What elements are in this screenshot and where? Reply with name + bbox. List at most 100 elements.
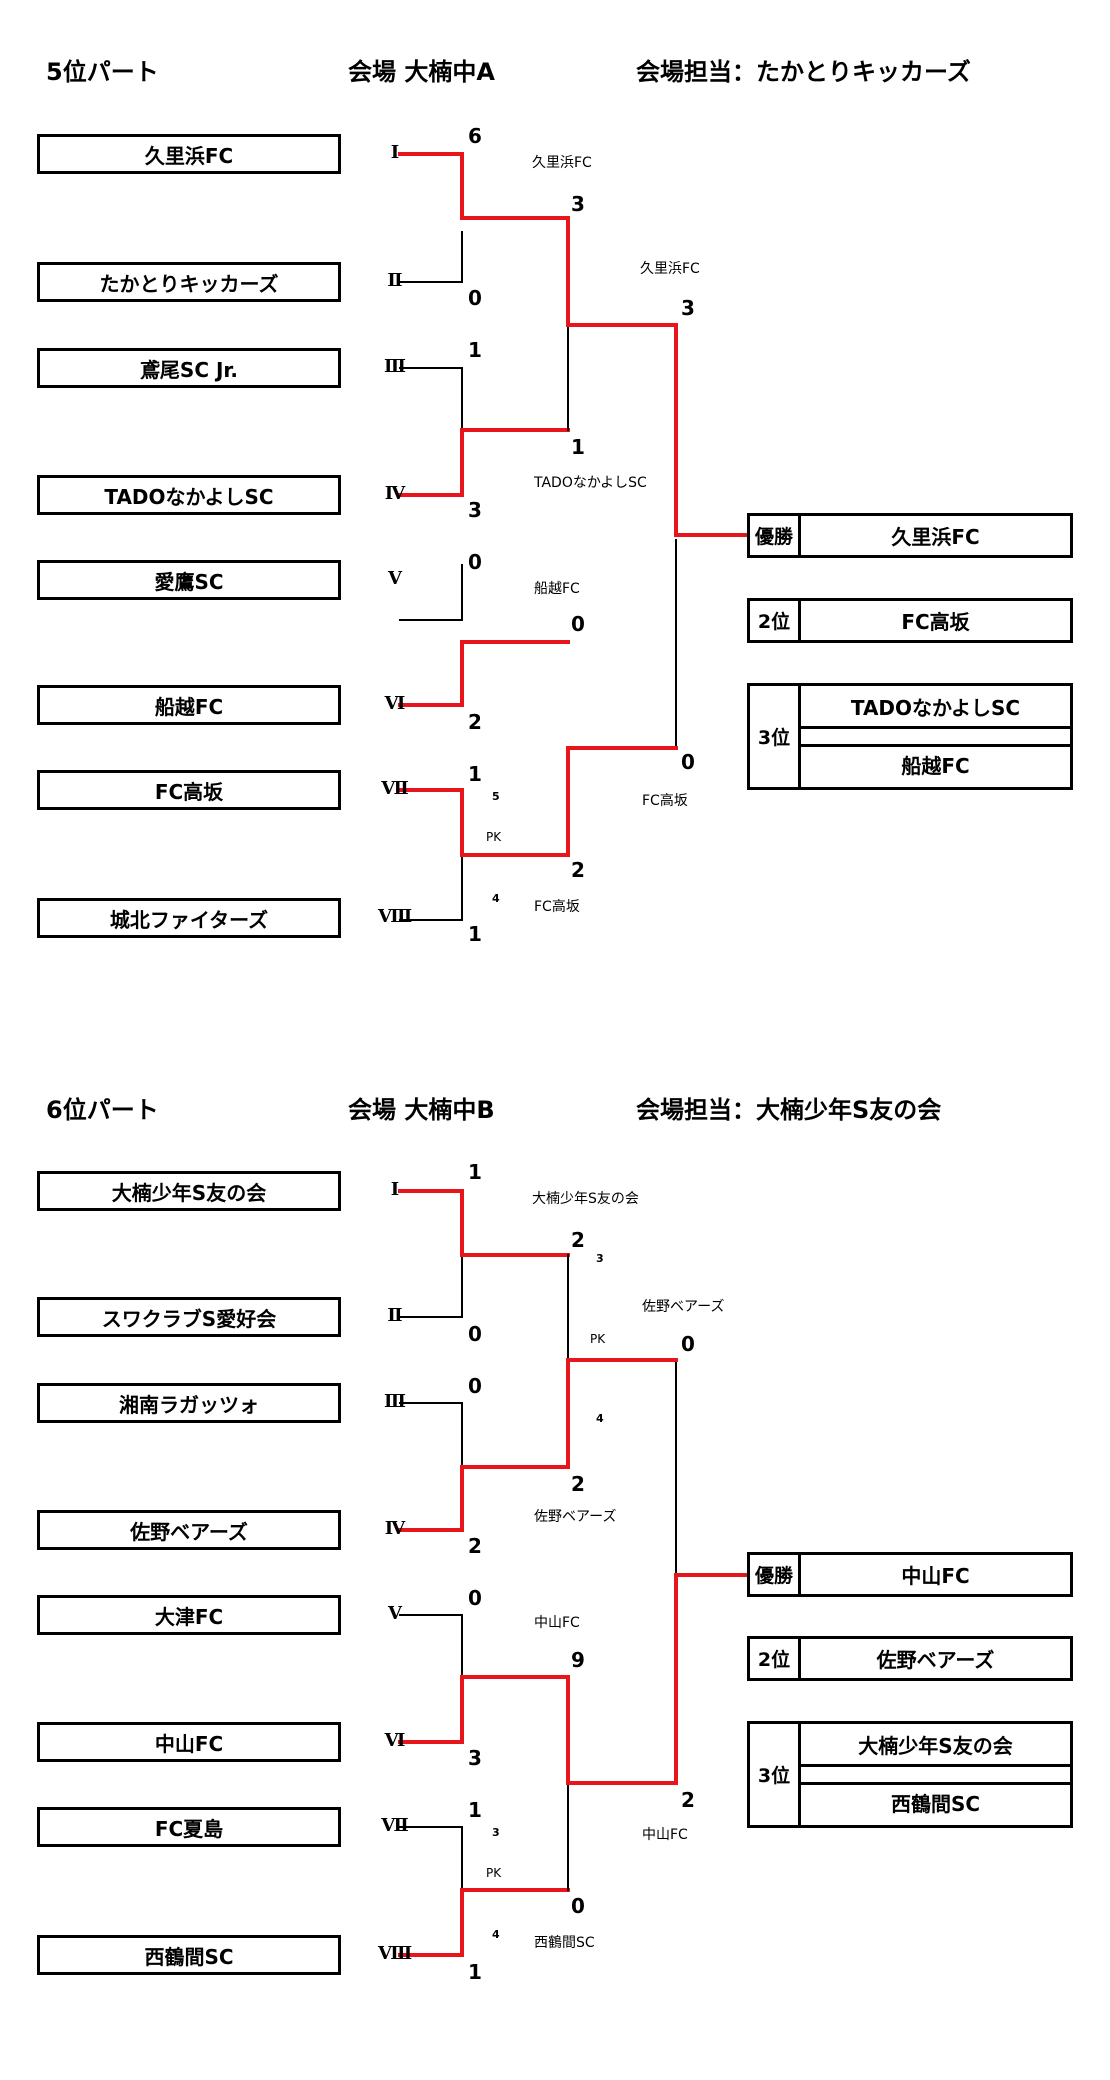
score: 3 (468, 498, 482, 522)
score: 0 (571, 1894, 585, 1918)
winner-label: 中山FC (534, 1615, 580, 1631)
team-slot: 久里浜FC (37, 134, 341, 174)
third-place-label: 3位 (750, 1724, 801, 1825)
score: 0 (571, 612, 585, 636)
part-title: 6位パート (46, 1096, 159, 1124)
team-slot: 城北ファイターズ (37, 898, 341, 938)
bracket-lines (398, 152, 750, 921)
team-slot: 鳶尾SC Jr. (37, 348, 341, 388)
third-place-label: 3位 (750, 686, 801, 787)
champion-box: 優勝 久里浜FC (747, 513, 1073, 558)
third-place-team: 西鶴間SC (890, 1791, 981, 1816)
champion-team: 中山FC (901, 1564, 970, 1588)
champion-label: 優勝 (750, 1555, 801, 1594)
team-slot: TADOなかよしSC (37, 475, 341, 515)
seed-numeral: Ⅰ (390, 142, 400, 163)
seed-numeral: Ⅶ (381, 778, 409, 799)
score: 1 (468, 338, 482, 362)
score: 1 (468, 762, 482, 786)
winner-label: FC高坂 (642, 793, 688, 809)
seed-numeral: Ⅲ (384, 356, 406, 377)
seed-numeral: Ⅳ (384, 483, 406, 504)
pk-score: 5 (492, 790, 500, 803)
champion-label: 優勝 (750, 516, 801, 555)
pk-score: 4 (492, 892, 500, 905)
seed-numeral: Ⅴ (388, 568, 402, 589)
score: 3 (571, 192, 585, 216)
team-slot: 湘南ラガッツォ (37, 1383, 341, 1423)
pk-label: PK (486, 1866, 502, 1880)
seed-numeral: Ⅳ (384, 1518, 406, 1539)
seed-numeral: Ⅱ (387, 270, 403, 291)
score: 2 (681, 1788, 695, 1812)
pk-label: PK (486, 830, 502, 844)
winner-label: 船越FC (534, 581, 580, 597)
team-slot: FC夏島 (37, 1807, 341, 1847)
winner-label: 大楠少年S友の会 (532, 1191, 639, 1207)
score: 1 (468, 922, 482, 946)
second-place-team: 佐野ベアーズ (876, 1648, 995, 1672)
team-slot: 佐野ベアーズ (37, 1510, 341, 1550)
pk-score: 4 (596, 1412, 604, 1425)
score: 3 (681, 296, 695, 320)
third-place-box: 3位 TADOなかよしSC 船越FC (747, 683, 1073, 790)
team-slot: FC高坂 (37, 770, 341, 810)
seed-numeral: Ⅵ (384, 693, 406, 714)
score: 0 (468, 550, 482, 574)
pk-score: 3 (492, 1826, 500, 1839)
team-slot: たかとりキッカーズ (37, 262, 341, 302)
third-place-divider (801, 1764, 1070, 1767)
score: 2 (571, 858, 585, 882)
score: 1 (468, 1798, 482, 1822)
winner-label: FC高坂 (534, 899, 580, 915)
second-place-team: FC高坂 (901, 610, 970, 634)
third-place-team: 大楠少年S友の会 (858, 1733, 1013, 1758)
venue-staff-label: 会場担当：大楠少年S友の会 (636, 1096, 942, 1124)
pk-score: 4 (492, 1928, 500, 1941)
bracket-5th-part: 5位パート 会場 大楠中A 会場担当：たかとりキッカーズ 久里浜FC たかとりキ… (37, 58, 1073, 946)
score: 0 (468, 286, 482, 310)
score: 3 (468, 1746, 482, 1770)
winner-label: 中山FC (642, 1827, 688, 1843)
second-place-box: 2位 FC高坂 (747, 598, 1073, 643)
score: 2 (571, 1228, 585, 1252)
winner-label: 久里浜FC (532, 155, 592, 171)
winner-label: 佐野ベアーズ (642, 1299, 725, 1315)
winner-label: 西鶴間SC (534, 1935, 595, 1951)
score: 1 (468, 1160, 482, 1184)
score: 6 (468, 124, 482, 148)
winner-label: 佐野ベアーズ (534, 1509, 617, 1525)
seed-numeral: Ⅶ (381, 1815, 409, 1836)
score: 2 (571, 1472, 585, 1496)
champion-team: 久里浜FC (891, 525, 980, 549)
score: 2 (468, 1534, 482, 1558)
champion-box: 優勝 中山FC (747, 1552, 1073, 1597)
second-place-box: 2位 佐野ベアーズ (747, 1636, 1073, 1681)
score: 9 (571, 1648, 585, 1672)
seed-numeral: Ⅱ (387, 1305, 403, 1326)
pk-label: PK (590, 1332, 606, 1346)
third-place-team: 船越FC (901, 753, 970, 778)
score: 1 (468, 1960, 482, 1984)
score: 0 (468, 1586, 482, 1610)
team-slot: 西鶴間SC (37, 1935, 341, 1975)
seed-numeral: Ⅲ (384, 1391, 406, 1412)
bracket-lines (398, 1189, 750, 1957)
seed-numeral: Ⅵ (384, 1730, 406, 1751)
winner-label: 久里浜FC (640, 261, 700, 277)
team-slot: スワクラブS愛好会 (37, 1297, 341, 1337)
venue-label: 会場 大楠中A (348, 58, 495, 86)
score: 0 (681, 1332, 695, 1356)
score: 0 (681, 750, 695, 774)
team-slot: 中山FC (37, 1722, 341, 1762)
team-slot: 船越FC (37, 685, 341, 725)
seed-numeral: Ⅴ (388, 1603, 402, 1624)
second-place-label: 2位 (750, 601, 801, 640)
team-slot: 大楠少年S友の会 (37, 1171, 341, 1211)
venue-label: 会場 大楠中B (348, 1096, 495, 1124)
seed-numeral: Ⅷ (378, 906, 413, 927)
score: 0 (468, 1322, 482, 1346)
third-place-box: 3位 大楠少年S友の会 西鶴間SC (747, 1721, 1073, 1828)
venue-staff-label: 会場担当：たかとりキッカーズ (636, 58, 971, 86)
score: 2 (468, 710, 482, 734)
